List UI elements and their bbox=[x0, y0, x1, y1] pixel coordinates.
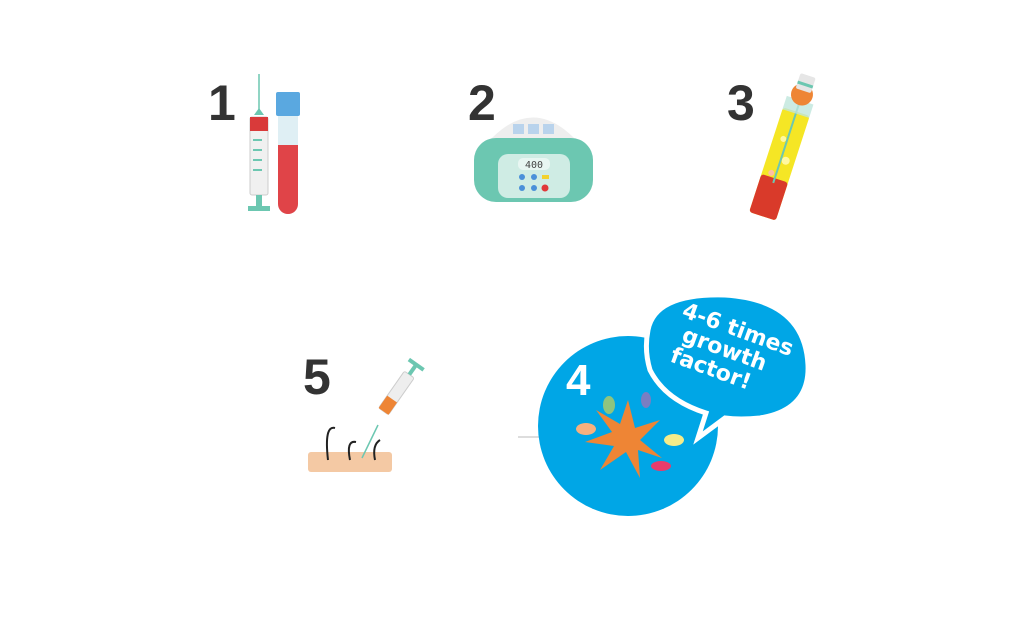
cell-icon bbox=[585, 400, 662, 478]
step-4-number: 4 bbox=[566, 356, 591, 405]
step-1-number: 1 bbox=[208, 75, 236, 131]
scalp-injection-icon bbox=[308, 357, 425, 472]
step-3-number: 3 bbox=[727, 75, 755, 131]
centrifuge-display: 400 bbox=[525, 160, 543, 171]
step-2-number: 2 bbox=[468, 75, 496, 131]
prp-extraction-tube-icon bbox=[749, 73, 816, 220]
speech-bubble: 4-6 times growth factor! bbox=[643, 292, 811, 445]
step-5-number: 5 bbox=[303, 349, 331, 405]
centrifuge-icon: 400 bbox=[474, 117, 593, 202]
syringe-and-blood-tube-icon bbox=[248, 74, 300, 214]
